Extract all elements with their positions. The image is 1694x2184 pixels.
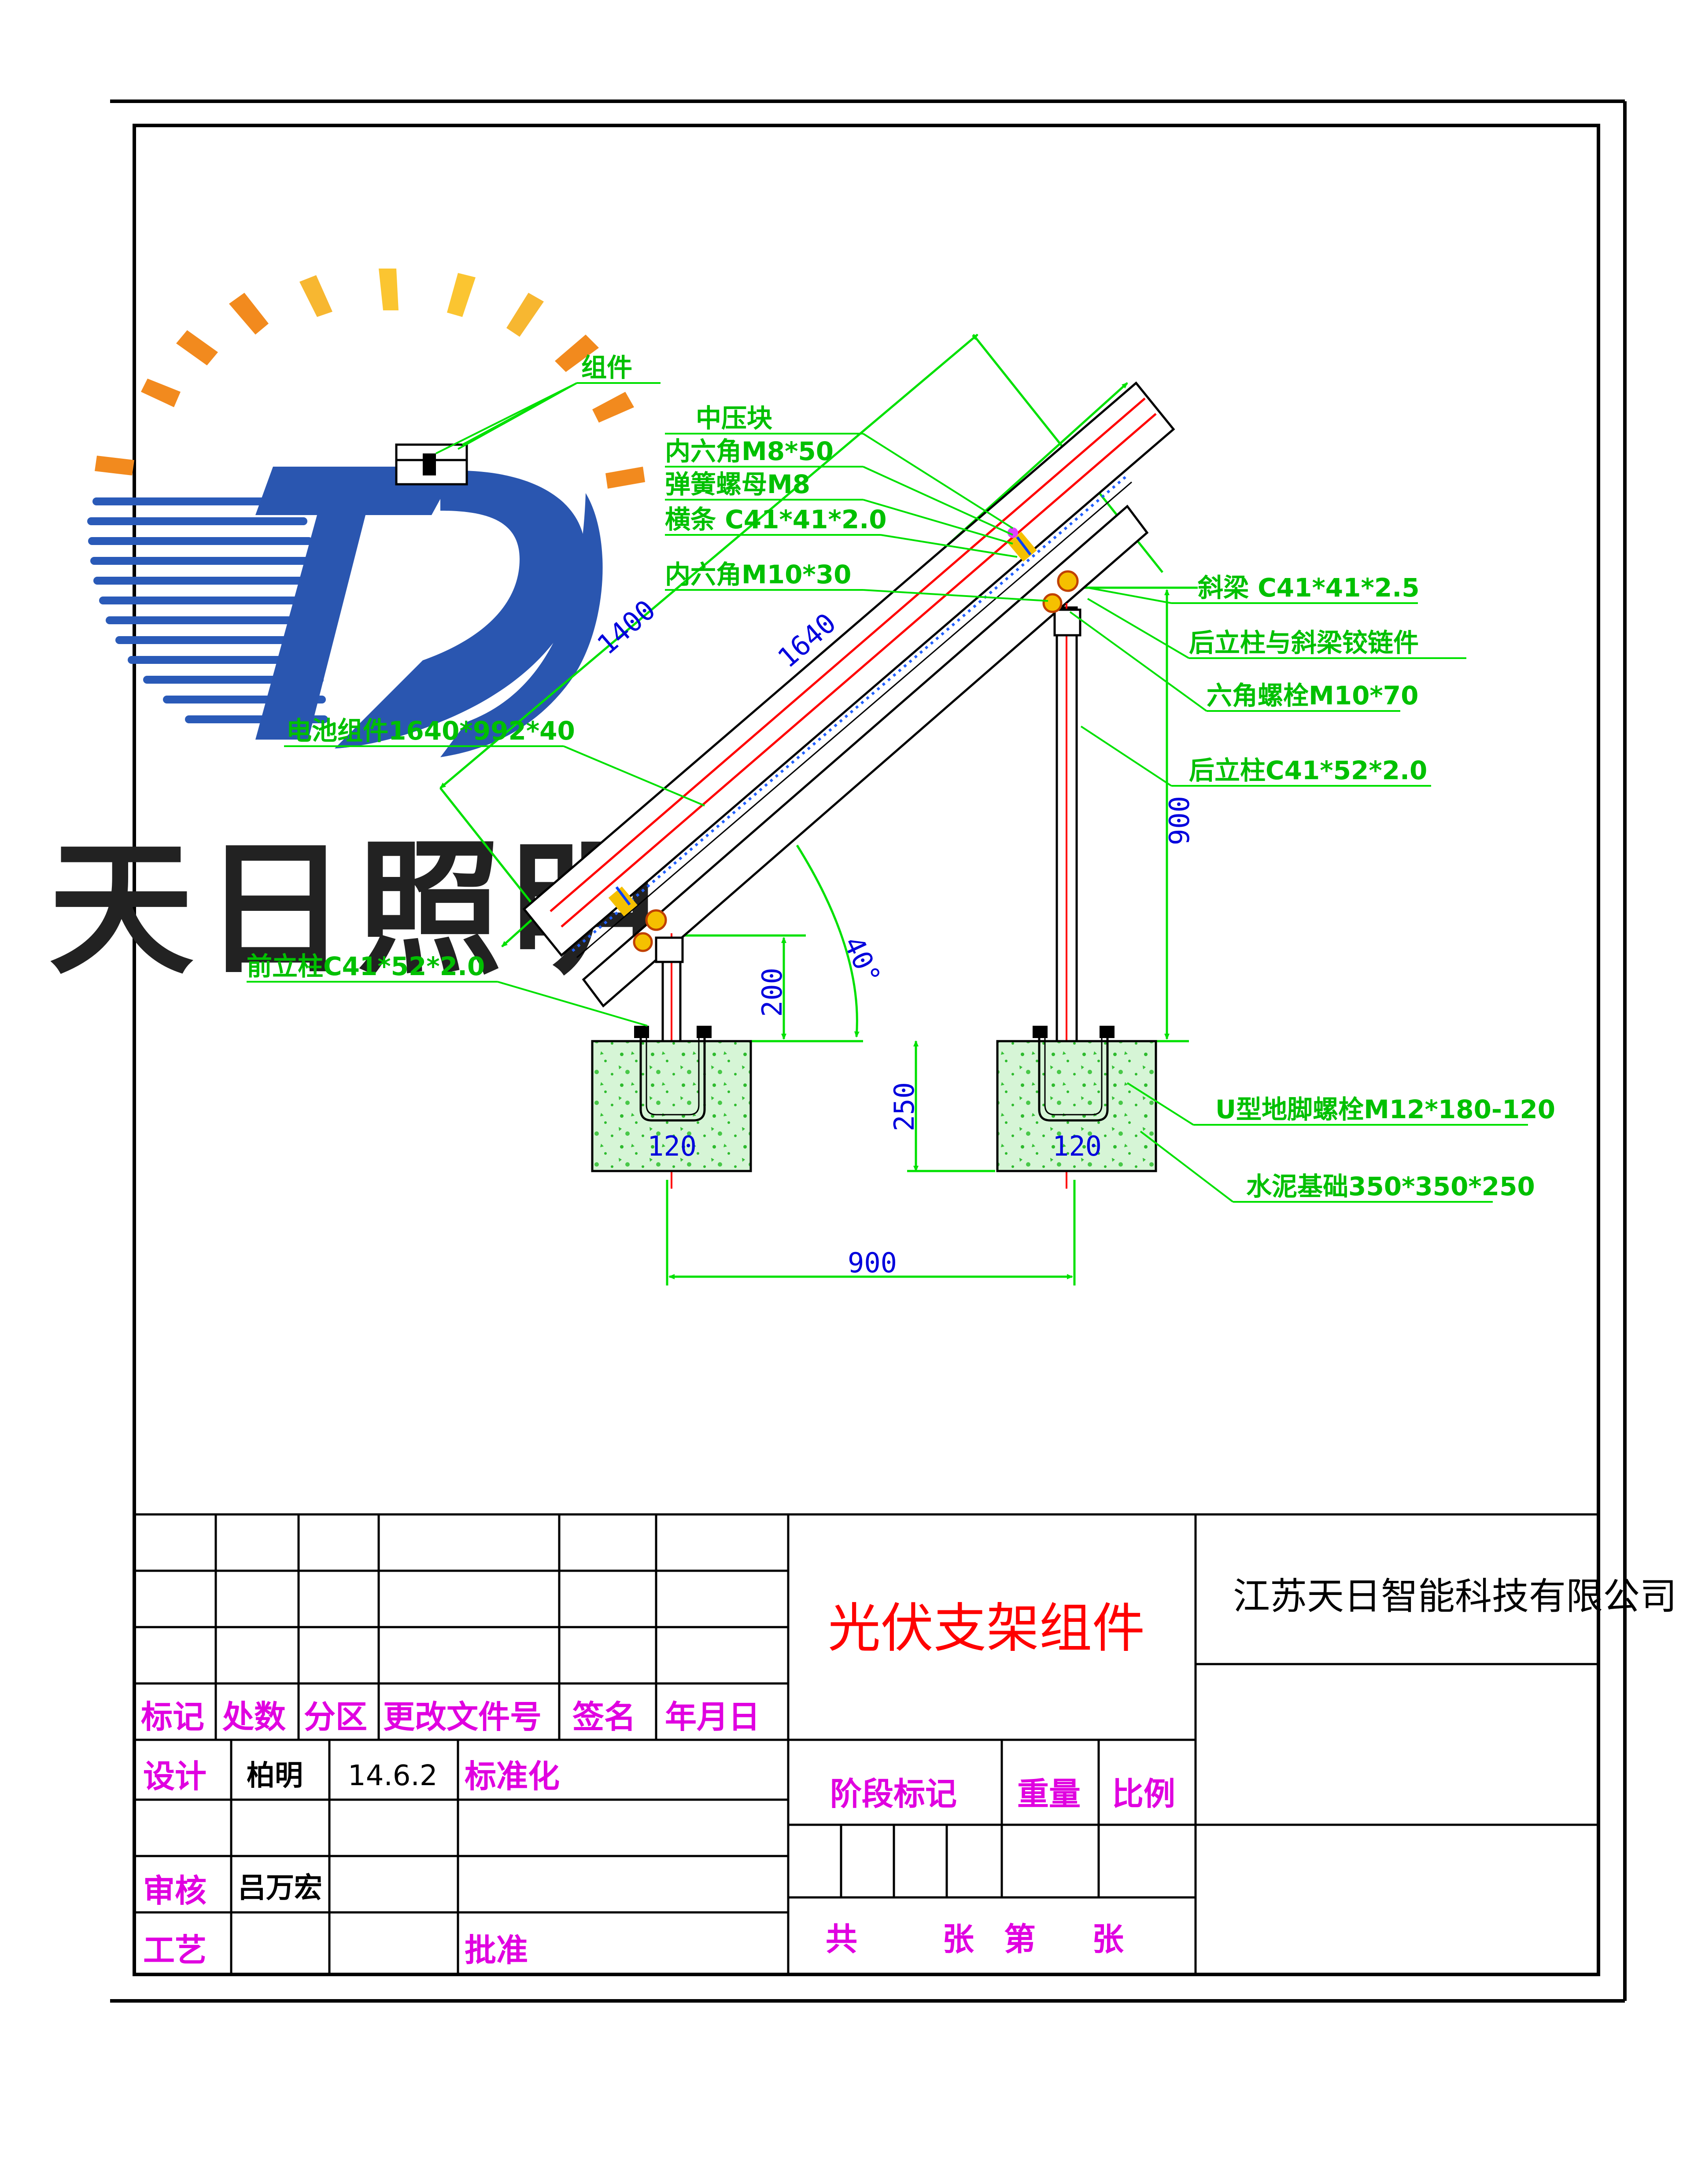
label-scale: 比例 — [1112, 1775, 1175, 1812]
part-labels: 组件 中压块 内六角M8*50 弹簧螺母M8 横条 C41*41*2.0 内六角… — [247, 353, 1555, 1201]
label-rear-post: 后立柱C41*52*2.0 — [1189, 755, 1427, 785]
label-front-post: 前立柱C41*52*2.0 — [247, 951, 485, 981]
pv-bracket — [395, 381, 1175, 1189]
dim-120-left: 120 — [647, 1130, 697, 1162]
title-block-text: 标记 处数 分区 更改文件号 签名 年月日 设计 标准化 审核 工艺 批准 阶段… — [141, 1698, 1175, 1969]
label-hex-bolt: 六角螺栓M10*70 — [1207, 681, 1418, 711]
label-process: 工艺 — [143, 1932, 207, 1969]
title-block-values: 柏明 14.6.2 吕万宏 江苏天日智能科技有限公司 — [238, 1575, 1677, 1904]
label-module: 组件 — [581, 353, 632, 383]
label-weight: 重量 — [1017, 1775, 1081, 1812]
label-panel: 电池组件1640*992*40 — [286, 716, 575, 746]
sheet-total-label: 共 — [826, 1921, 857, 1958]
company-name: 江苏天日智能科技有限公司 — [1233, 1575, 1677, 1618]
header-biaoji: 标记 — [141, 1698, 204, 1735]
label-spring-nut: 弹簧螺母M8 — [665, 469, 810, 499]
label-review: 审核 — [143, 1872, 207, 1909]
header-fenqu: 分区 — [304, 1698, 367, 1735]
logo-stripes — [87, 497, 328, 723]
title-block-grid — [134, 1513, 1598, 1974]
sheet-unit-2: 张 — [1092, 1921, 1124, 1958]
sun-rays-icon — [95, 269, 645, 489]
dim-200: 200 — [756, 968, 788, 1017]
logo-globe — [255, 467, 603, 757]
design-date: 14.6.2 — [348, 1760, 438, 1792]
dim-angle: 40° — [837, 931, 887, 989]
header-nianyueri: 年月日 — [665, 1698, 760, 1735]
label-mid-clamp: 中压块 — [696, 403, 772, 433]
label-rear-post-hinge: 后立柱与斜梁铰链件 — [1189, 628, 1419, 658]
label-design: 设计 — [143, 1758, 207, 1795]
sheet-border — [110, 99, 1627, 2003]
reviewer-name: 吕万宏 — [238, 1872, 322, 1904]
label-approve: 批准 — [465, 1932, 528, 1969]
label-standardize: 标准化 — [465, 1758, 560, 1795]
header-genggai: 更改文件号 — [383, 1698, 542, 1735]
label-slant-beam: 斜梁 C41*41*2.5 — [1198, 573, 1420, 603]
label-purlin: 横条 C41*41*2.0 — [665, 505, 887, 534]
leader-lines — [247, 382, 1528, 1203]
header-chushu: 处数 — [222, 1698, 286, 1735]
label-hex-socket-m8: 内六角M8*50 — [665, 436, 834, 466]
sheet-unit-1: 张 — [942, 1921, 974, 1958]
header-qianming: 签名 — [572, 1698, 636, 1735]
drawing-title: 光伏支架组件 — [828, 1598, 1145, 1659]
designer-name: 柏明 — [247, 1760, 303, 1792]
sheet-index-label: 第 — [1004, 1921, 1036, 1958]
dim-120-right: 120 — [1052, 1130, 1102, 1162]
dim-900-vertical: 900 — [1163, 796, 1196, 845]
label-foundation: 水泥基础350*350*250 — [1246, 1171, 1535, 1201]
dim-900-horizontal: 900 — [848, 1247, 897, 1279]
label-u-anchor: U型地脚螺栓M12*180-120 — [1215, 1094, 1555, 1124]
label-stage: 阶段标记 — [830, 1775, 957, 1812]
label-hex-socket-m10: 内六角M10*30 — [665, 560, 851, 589]
dim-250: 250 — [888, 1082, 920, 1131]
